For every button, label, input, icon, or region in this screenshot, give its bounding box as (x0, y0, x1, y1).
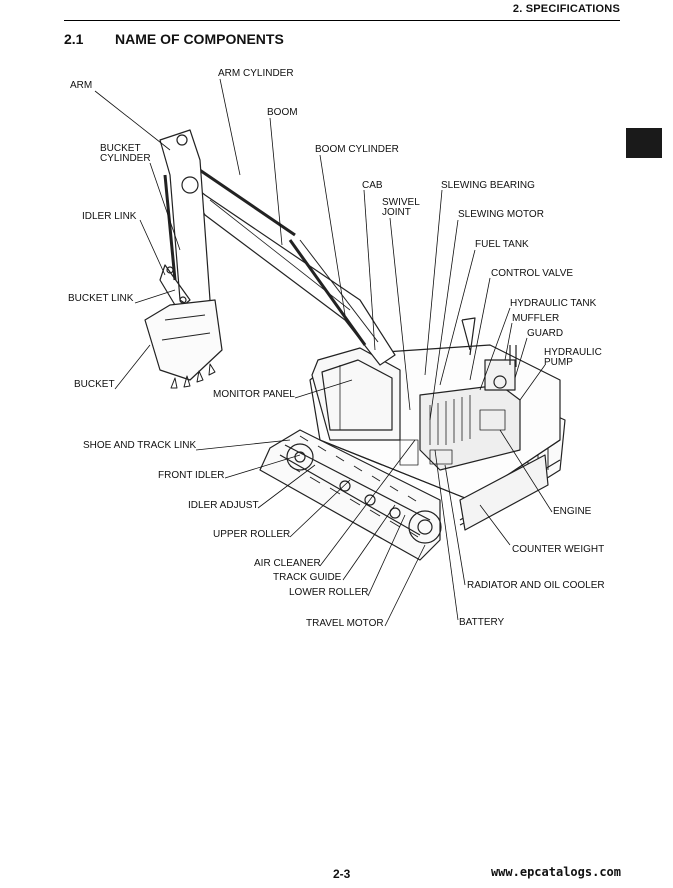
label-swivel-joint-line1: SWIVEL (382, 197, 420, 208)
label-swivel-joint-line2: JOINT (382, 207, 411, 218)
leader-lines (94, 78, 553, 627)
label-guard: GUARD (527, 328, 564, 339)
label-boom-cylinder: BOOM CYLINDER (315, 144, 399, 155)
label-monitor-panel: MONITOR PANEL (213, 389, 295, 400)
label-idler-adjust: IDLER ADJUST (188, 500, 259, 511)
label-lower-roller: LOWER ROLLER (289, 587, 369, 598)
label-bucket-cylinder: BUCKET CYLINDER (100, 144, 151, 164)
watermark-url: www.epcatalogs.com (490, 865, 621, 879)
section-title: NAME OF COMPONENTS (115, 31, 284, 47)
label-swivel-joint: SWIVEL JOINT (382, 198, 420, 218)
label-counter-weight: COUNTER WEIGHT (512, 544, 605, 555)
label-boom: BOOM (267, 107, 298, 118)
label-upper-roller: UPPER ROLLER (213, 529, 291, 540)
label-bucket-cylinder-line1: BUCKET (100, 143, 141, 154)
label-hydraulic-pump: HYDRAULIC PUMP (544, 348, 602, 368)
label-front-idler: FRONT IDLER (158, 470, 225, 481)
section-number: 2.1 (64, 31, 84, 47)
label-shoe-and-track-link: SHOE AND TRACK LINK (83, 440, 197, 451)
label-control-valve: CONTROL VALVE (491, 268, 574, 279)
label-bucket-link: BUCKET LINK (68, 293, 134, 304)
label-bucket: BUCKET (74, 379, 115, 390)
label-slewing-bearing: SLEWING BEARING (441, 180, 535, 191)
label-arm-cylinder: ARM CYLINDER (218, 68, 294, 79)
label-engine: ENGINE (553, 506, 592, 517)
label-travel-motor: TRAVEL MOTOR (306, 618, 384, 629)
label-bucket-cylinder-line2: CYLINDER (100, 153, 151, 164)
label-slewing-motor: SLEWING MOTOR (458, 209, 544, 220)
label-cab: CAB (362, 180, 383, 191)
chapter-tab-marker (626, 128, 662, 158)
label-radiator-and-oil-cooler: RADIATOR AND OIL COOLER (467, 580, 605, 591)
label-battery: BATTERY (459, 617, 505, 628)
label-track-guide: TRACK GUIDE (273, 572, 342, 583)
label-hydraulic-pump-line2: PUMP (544, 357, 573, 368)
label-muffler: MUFFLER (512, 313, 560, 324)
page-number: 2-3 (333, 867, 351, 881)
label-hydraulic-pump-line1: HYDRAULIC (544, 347, 602, 358)
label-air-cleaner: AIR CLEANER (254, 558, 321, 569)
chapter-title: 2. SPECIFICATIONS (512, 3, 620, 15)
header-rule (64, 20, 620, 21)
label-idler-link: IDLER LINK (82, 211, 137, 222)
label-fuel-tank: FUEL TANK (475, 239, 529, 250)
excavator-drawing (144, 129, 566, 561)
label-hydraulic-tank: HYDRAULIC TANK (510, 298, 597, 309)
label-arm: ARM (70, 80, 93, 91)
